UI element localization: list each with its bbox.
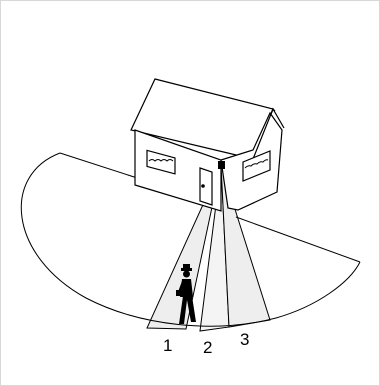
door-knob [201, 184, 205, 188]
motion-sensor [218, 161, 225, 169]
coverage-arc [20, 152, 361, 327]
right-window-curtain [244, 159, 269, 169]
zone-label-3: 3 [240, 330, 249, 349]
coverage-right-line [235, 216, 361, 263]
person-silhouette [176, 264, 196, 324]
gable-roof-edge [252, 107, 285, 160]
zone-label-2: 2 [203, 338, 212, 357]
right-window [242, 150, 271, 182]
house [130, 78, 285, 212]
left-window [146, 149, 176, 175]
front-door [199, 167, 213, 206]
left-window-curtain [148, 159, 174, 162]
zone-label-1: 1 [163, 336, 172, 355]
